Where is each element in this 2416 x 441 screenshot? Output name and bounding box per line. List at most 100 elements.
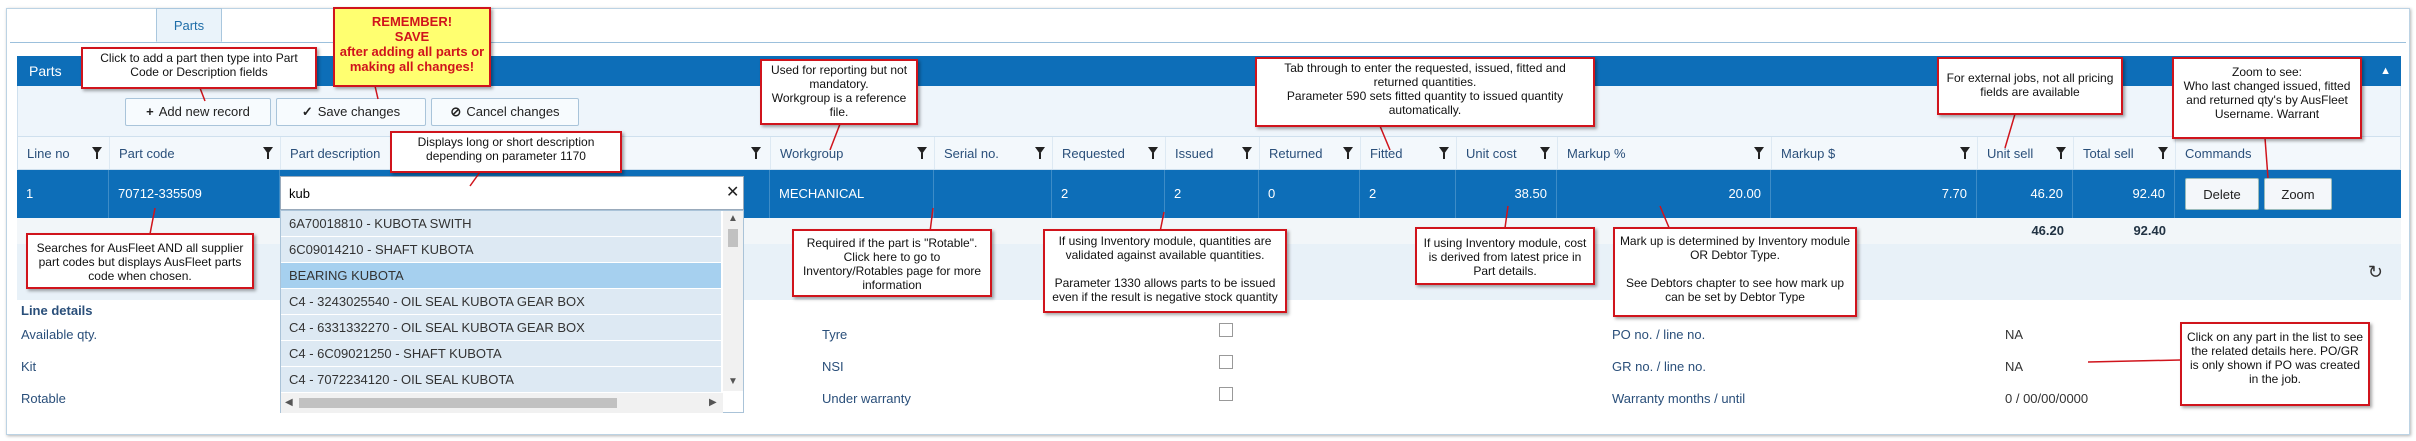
check-icon: ✓ bbox=[301, 104, 313, 119]
filter-icon[interactable] bbox=[1148, 147, 1158, 159]
collapse-up-icon[interactable]: ▲ bbox=[2380, 65, 2391, 77]
col-markup-amt: Markup $ bbox=[1772, 137, 1978, 169]
filter-icon[interactable] bbox=[917, 147, 927, 159]
dropdown-item[interactable]: C4 - 6331332270 - OIL SEAL KUBOTA GEAR B… bbox=[281, 315, 721, 341]
cell-returned[interactable]: 0 bbox=[1259, 170, 1360, 218]
callout-pricing: For external jobs, not all pricing field… bbox=[1937, 57, 2123, 115]
detail-label: Tyre bbox=[822, 327, 848, 342]
detail-label: GR no. / line no. bbox=[1612, 359, 1706, 374]
cell-issued[interactable]: 2 bbox=[1165, 170, 1259, 218]
col-total-sell-label: Total sell bbox=[2083, 146, 2134, 161]
col-markup-pct-label: Markup % bbox=[1567, 146, 1626, 161]
dropdown-item[interactable]: C4 - 6C09021250 - SHAFT KUBOTA bbox=[281, 341, 721, 367]
part-search-dropdown[interactable]: 6A70018810 - KUBOTA SWITH 6C09014210 - S… bbox=[280, 210, 744, 413]
cell-fitted[interactable]: 2 bbox=[1360, 170, 1456, 218]
cell-markup-amt[interactable]: 7.70 bbox=[1771, 170, 1977, 218]
po-value: NA bbox=[2005, 327, 2024, 342]
scroll-right-icon[interactable]: ▶ bbox=[709, 397, 717, 408]
plus-icon: + bbox=[146, 104, 154, 119]
detail-label: NSI bbox=[822, 359, 844, 374]
callout-details: Click on any part in the list to see the… bbox=[2180, 322, 2370, 406]
tab-strip bbox=[10, 8, 2406, 43]
cell-line-no: 1 bbox=[17, 170, 109, 218]
detail-label: Rotable bbox=[21, 391, 66, 406]
filter-icon[interactable] bbox=[1754, 147, 1764, 159]
col-part-code-label: Part code bbox=[119, 146, 175, 161]
horizontal-scrollbar[interactable]: ◀ ▶ bbox=[281, 393, 723, 413]
col-unit-sell: Unit sell bbox=[1978, 137, 2074, 169]
callout-markup: Mark up is determined by Inventory modul… bbox=[1613, 227, 1857, 317]
col-unit-cost-label: Unit cost bbox=[1466, 146, 1517, 161]
col-part-description-label: Part description bbox=[290, 146, 381, 161]
col-markup-amt-label: Markup $ bbox=[1781, 146, 1836, 161]
callout-remember: REMEMBER! SAVE after adding all parts or… bbox=[333, 7, 491, 87]
scroll-thumb[interactable] bbox=[728, 229, 738, 247]
save-changes-button[interactable]: ✓ Save changes bbox=[276, 98, 426, 126]
cell-unit-sell[interactable]: 46.20 bbox=[1977, 170, 2073, 218]
col-line-no: Line no bbox=[18, 137, 110, 169]
filter-icon[interactable] bbox=[263, 147, 273, 159]
add-new-record-button[interactable]: +Add new record bbox=[125, 98, 271, 126]
callout-description: Displays long or short description depen… bbox=[390, 131, 622, 173]
col-requested: Requested bbox=[1053, 137, 1166, 169]
total-unit-sell: 46.20 bbox=[2031, 223, 2064, 238]
callout-cost: If using Inventory module, cost is deriv… bbox=[1415, 227, 1595, 285]
filter-icon[interactable] bbox=[1343, 147, 1353, 159]
cell-markup-pct[interactable]: 20.00 bbox=[1557, 170, 1771, 218]
col-fitted-label: Fitted bbox=[1370, 146, 1403, 161]
scroll-down-icon[interactable]: ▼ bbox=[728, 376, 738, 387]
panel-title: Parts bbox=[29, 63, 62, 79]
cell-part-description bbox=[280, 170, 770, 218]
zoom-button[interactable]: Zoom bbox=[2264, 178, 2332, 210]
tab-parts[interactable]: Parts bbox=[156, 8, 222, 42]
detail-label: PO no. / line no. bbox=[1612, 327, 1706, 342]
under-warranty-checkbox[interactable] bbox=[1219, 387, 1233, 401]
dropdown-item[interactable]: C4 - 7072234120 - OIL SEAL KUBOTA bbox=[281, 367, 721, 393]
cell-requested[interactable]: 2 bbox=[1052, 170, 1165, 218]
col-fitted: Fitted bbox=[1361, 137, 1457, 169]
filter-icon[interactable] bbox=[1439, 147, 1449, 159]
filter-icon[interactable] bbox=[751, 147, 761, 159]
scroll-up-icon[interactable]: ▲ bbox=[728, 213, 738, 224]
filter-icon[interactable] bbox=[92, 147, 102, 159]
cell-part-code[interactable]: 70712-335509 bbox=[109, 170, 280, 218]
cell-serial-no[interactable] bbox=[934, 170, 1052, 218]
filter-icon[interactable] bbox=[1540, 147, 1550, 159]
col-workgroup-label: Workgroup bbox=[780, 146, 844, 161]
vertical-scrollbar[interactable]: ▲ ▼ bbox=[723, 211, 743, 391]
part-search-input[interactable] bbox=[280, 176, 744, 210]
cell-workgroup[interactable]: MECHANICAL bbox=[770, 170, 934, 218]
nsi-checkbox[interactable] bbox=[1219, 355, 1233, 369]
filter-icon[interactable] bbox=[2158, 147, 2168, 159]
col-serial-no: Serial no. bbox=[935, 137, 1053, 169]
col-requested-label: Requested bbox=[1062, 146, 1125, 161]
callout-remember-body: after adding all parts or making all cha… bbox=[339, 44, 485, 74]
dropdown-item[interactable]: C4 - 3243025540 - OIL SEAL KUBOTA GEAR B… bbox=[281, 289, 721, 315]
scroll-thumb[interactable] bbox=[299, 398, 617, 408]
tyre-checkbox[interactable] bbox=[1219, 323, 1233, 337]
clear-icon[interactable]: ✕ bbox=[726, 184, 740, 201]
callout-inventory-qty: If using Inventory module, quantities ar… bbox=[1043, 229, 1287, 313]
filter-icon[interactable] bbox=[2056, 147, 2066, 159]
scroll-left-icon[interactable]: ◀ bbox=[285, 397, 293, 408]
refresh-icon[interactable]: ↻ bbox=[2367, 262, 2383, 282]
col-workgroup: Workgroup bbox=[771, 137, 935, 169]
dropdown-item[interactable]: 6A70018810 - KUBOTA SWITH bbox=[281, 211, 721, 237]
col-part-code: Part code bbox=[110, 137, 281, 169]
delete-button[interactable]: Delete bbox=[2185, 178, 2259, 210]
cancel-changes-button[interactable]: ⊘Cancel changes bbox=[431, 98, 579, 126]
cancel-icon: ⊘ bbox=[450, 104, 462, 119]
dropdown-item[interactable]: 6C09014210 - SHAFT KUBOTA bbox=[281, 237, 721, 263]
filter-icon[interactable] bbox=[1960, 147, 1970, 159]
dropdown-item-selected[interactable]: BEARING KUBOTA bbox=[281, 263, 721, 289]
col-unit-cost: Unit cost bbox=[1457, 137, 1558, 169]
filter-icon[interactable] bbox=[1035, 147, 1045, 159]
callout-zoom: Zoom to see: Who last changed issued, fi… bbox=[2172, 57, 2362, 139]
col-issued: Issued bbox=[1166, 137, 1260, 169]
line-details: Line details Available qty. Kit Rotable … bbox=[17, 300, 2401, 414]
filter-icon[interactable] bbox=[1242, 147, 1252, 159]
save-changes-label: Save changes bbox=[317, 104, 401, 119]
cell-unit-cost[interactable]: 38.50 bbox=[1456, 170, 1557, 218]
callout-remember-save: SAVE bbox=[394, 29, 430, 44]
col-serial-no-label: Serial no. bbox=[944, 146, 999, 161]
